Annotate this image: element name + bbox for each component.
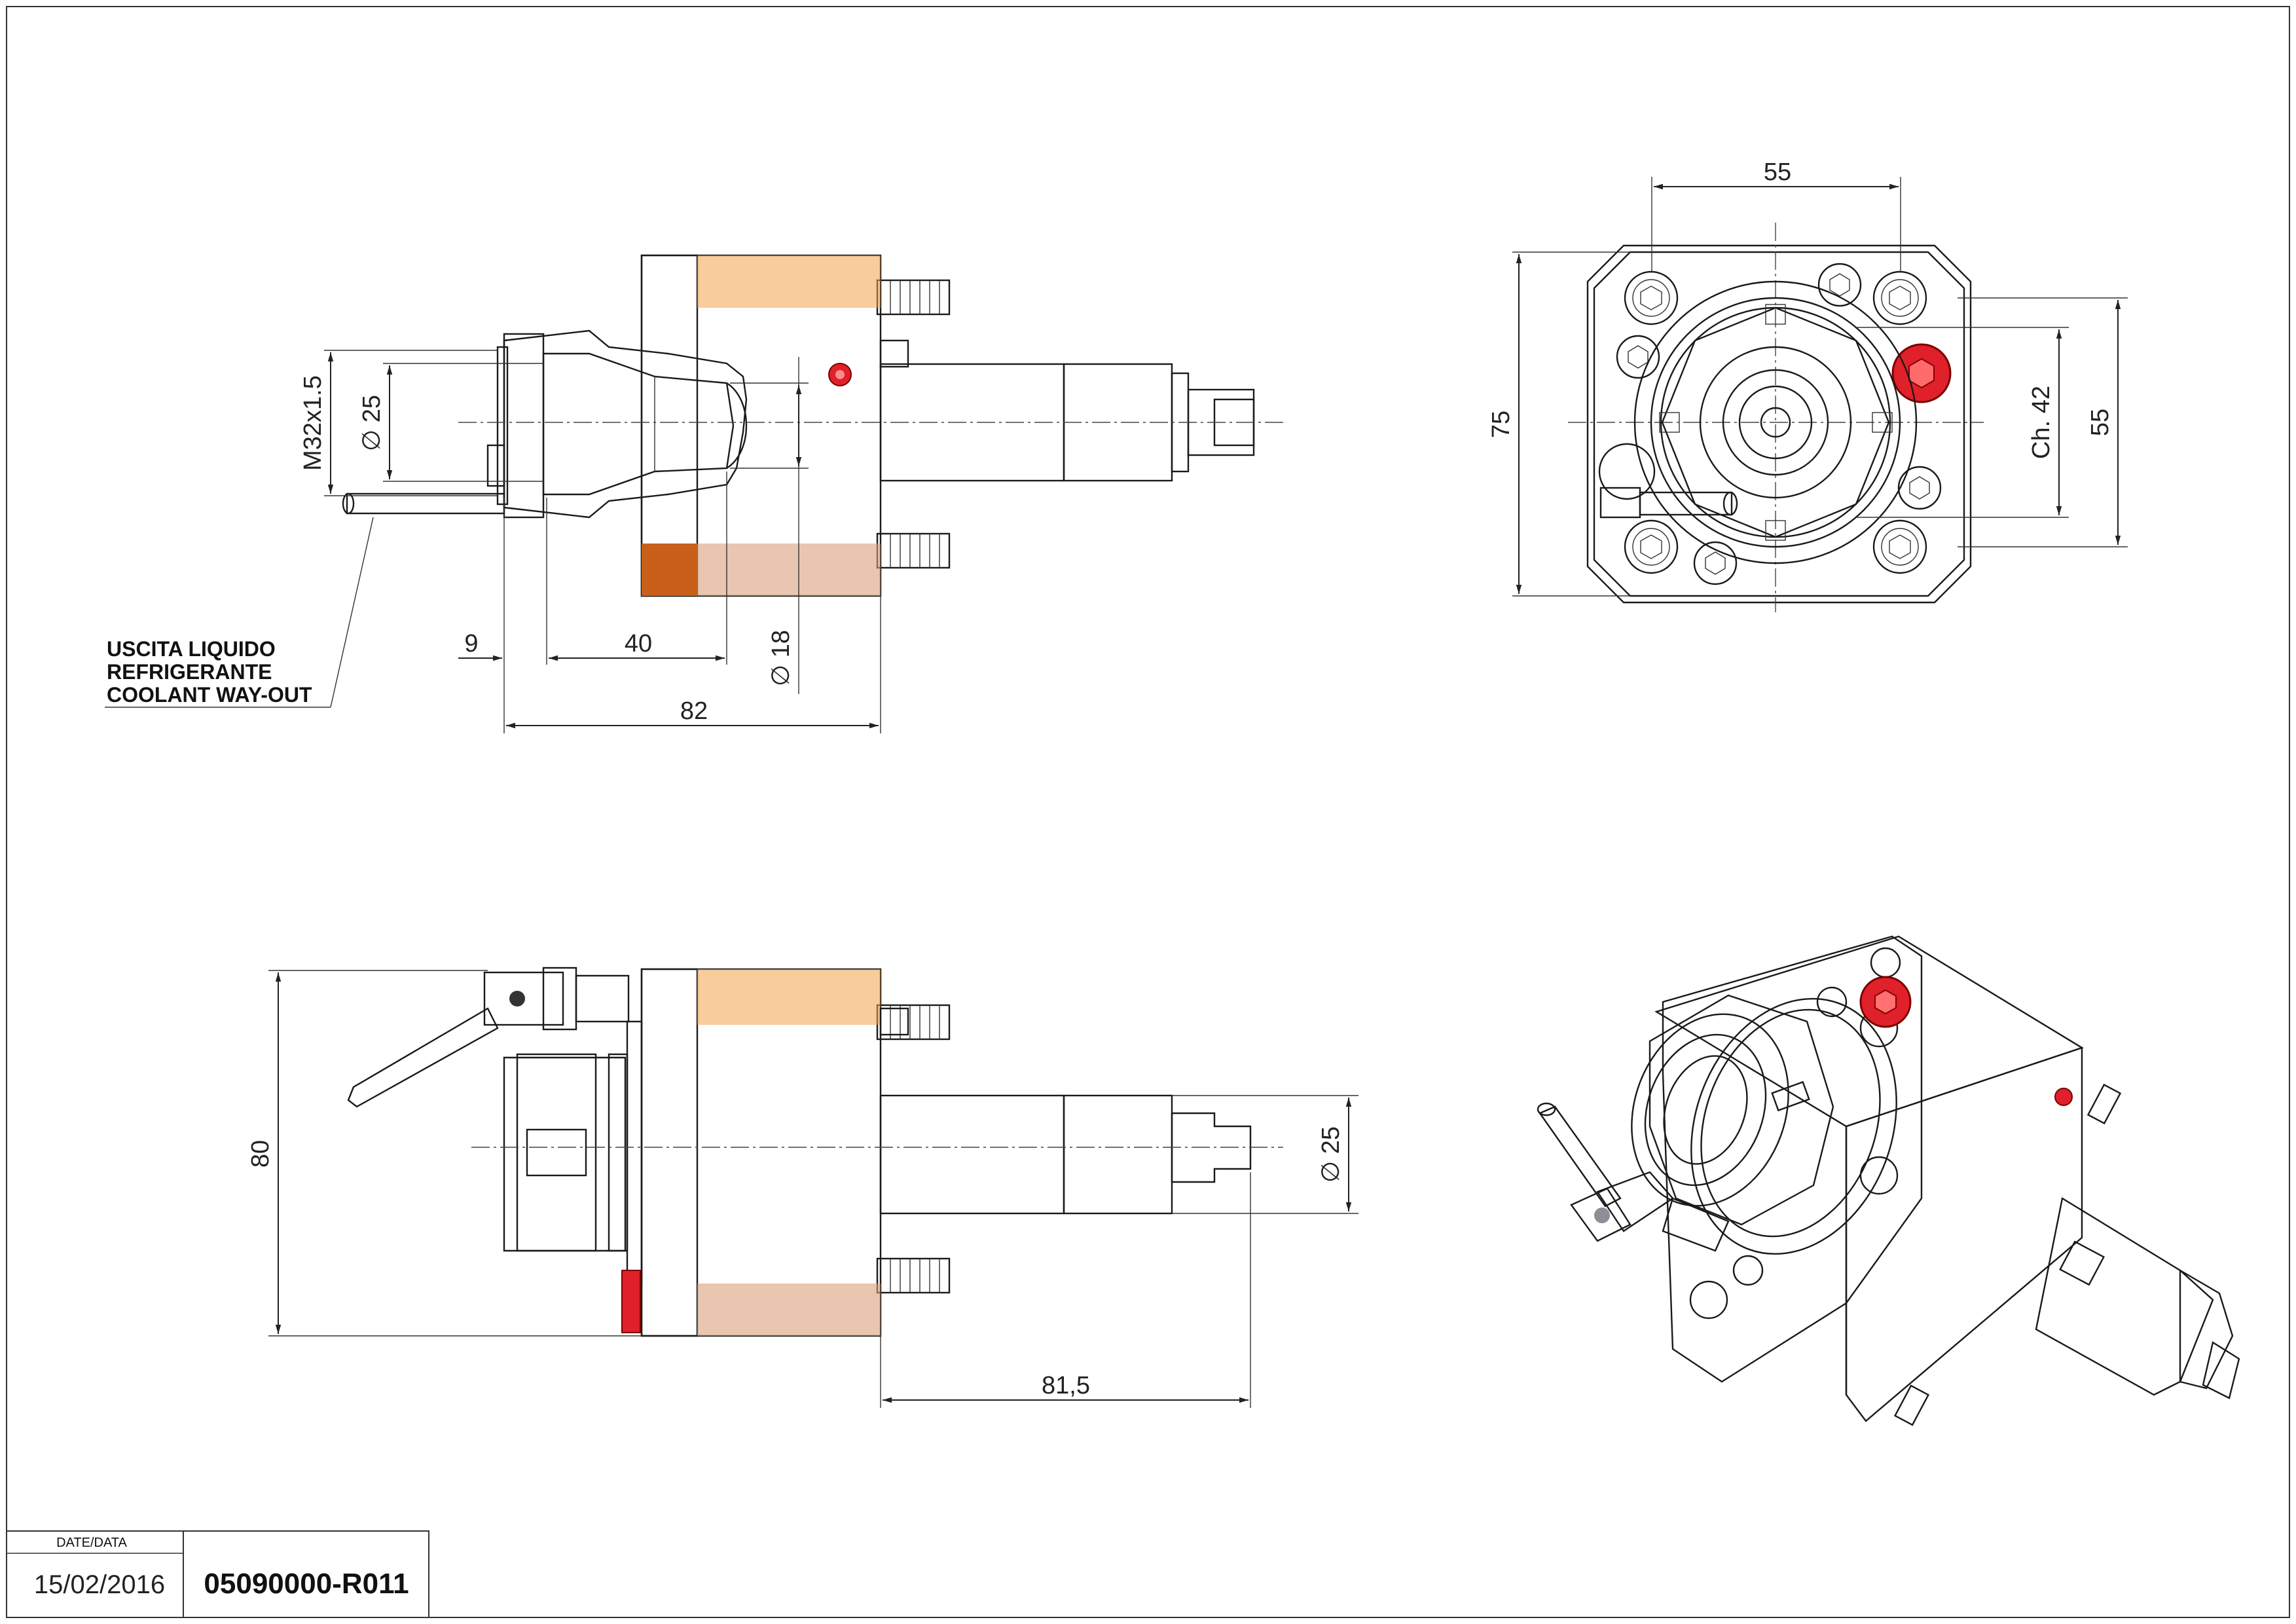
end-collet-nut bbox=[1661, 306, 1890, 538]
front-collet-nut bbox=[503, 333, 545, 519]
front-section-hatch bbox=[503, 329, 748, 519]
iso-coolant-tube bbox=[1539, 1105, 1622, 1208]
end-view: 55 75 Ch. 42 55 bbox=[1487, 158, 2128, 612]
date-header: DATE/DATA bbox=[56, 1536, 127, 1550]
dim-shank-25: ∅ 25 bbox=[1317, 1126, 1345, 1183]
dim-bore-18: ∅ 18 bbox=[767, 630, 795, 686]
dim-55-right: 55 bbox=[2086, 409, 2114, 436]
iso-shank bbox=[2035, 1197, 2214, 1396]
side-view: 80 ∅ 25 81,5 bbox=[247, 967, 1358, 1408]
drawing-date: 15/02/2016 bbox=[34, 1570, 165, 1599]
side-collet-nut bbox=[503, 1056, 627, 1252]
end-flange-plate bbox=[1593, 251, 1965, 597]
dim-75: 75 bbox=[1487, 411, 1515, 438]
dim-9: 9 bbox=[464, 630, 478, 657]
bolt-icon bbox=[1897, 466, 1942, 510]
front-collet bbox=[542, 352, 735, 496]
side-drive-end bbox=[1171, 1112, 1252, 1183]
bolt-icon bbox=[1872, 270, 1927, 325]
bolt-icon bbox=[1817, 263, 1862, 307]
dim-55-top: 55 bbox=[1764, 158, 1791, 186]
coolant-label-line2: REFRIGERANTE bbox=[107, 660, 272, 684]
bolt-icon bbox=[1624, 270, 1679, 325]
dim-82: 82 bbox=[680, 697, 708, 725]
front-section-view: M32x1.5 ∅ 25 ∅ 18 9 40 82 bbox=[105, 254, 1283, 733]
dim-81-5: 81,5 bbox=[1042, 1372, 1090, 1399]
front-dimensions: M32x1.5 ∅ 25 ∅ 18 9 40 82 bbox=[299, 350, 881, 733]
side-stud-bottom bbox=[876, 1257, 951, 1294]
dim-40: 40 bbox=[625, 630, 652, 657]
drawing-code: 05090000-R011 bbox=[204, 1568, 409, 1600]
side-shaft bbox=[879, 1094, 1065, 1215]
side-dimensions: 80 ∅ 25 81,5 bbox=[247, 970, 1358, 1408]
isometric-view bbox=[1537, 935, 2240, 1426]
coolant-label-line3: COOLANT WAY-OUT bbox=[107, 683, 312, 707]
side-coolant-tube bbox=[347, 1007, 499, 1108]
bolt-icon bbox=[1616, 335, 1660, 379]
iso-collet-nut bbox=[1649, 994, 1834, 1226]
dim-m32-thread: M32x1.5 bbox=[299, 375, 327, 471]
sheet-border bbox=[6, 6, 2290, 1618]
title-block: DATE/DATA 15/02/2016 05090000-R011 bbox=[6, 1530, 429, 1618]
dim-bore-25: ∅ 25 bbox=[358, 395, 386, 451]
iso-side-face bbox=[1845, 1046, 2083, 1422]
front-stud-bottom bbox=[876, 532, 951, 569]
side-coolant-fitting bbox=[483, 971, 564, 1026]
end-dimensions: 55 75 Ch. 42 55 bbox=[1487, 158, 2128, 597]
front-stud-top bbox=[876, 279, 951, 316]
bolt-icon bbox=[1872, 519, 1927, 574]
dim-80: 80 bbox=[247, 1140, 274, 1168]
end-bolts bbox=[1616, 263, 1942, 585]
iso-top-face bbox=[1654, 935, 2084, 1128]
coolant-label-line1: USCITA LIQUIDO bbox=[107, 637, 276, 661]
dim-ch42: Ch. 42 bbox=[2028, 386, 2055, 459]
front-coolant-tube bbox=[346, 492, 505, 515]
bolt-icon bbox=[1693, 541, 1738, 585]
end-coolant-tube bbox=[1639, 491, 1733, 516]
coolant-label: USCITA LIQUIDO REFRIGERANTE COOLANT WAY-… bbox=[105, 517, 374, 708]
side-red-marker-icon bbox=[621, 1270, 641, 1333]
bolt-icon bbox=[1624, 519, 1679, 574]
